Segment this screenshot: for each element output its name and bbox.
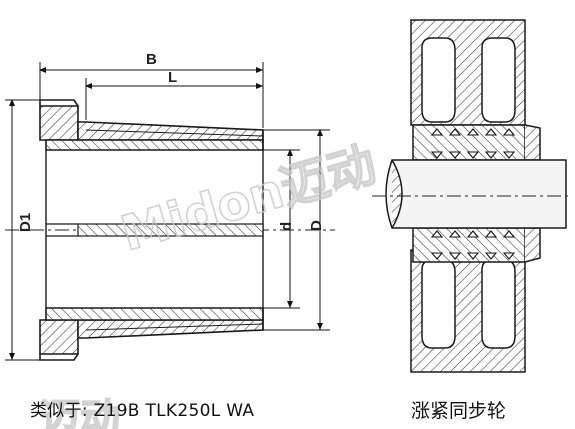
shaft	[385, 159, 567, 229]
dim-label-l: L	[168, 69, 177, 86]
bottom-inner-sleeve	[45, 307, 264, 321]
dim-label-d-small: d	[278, 222, 295, 231]
slit	[77, 223, 264, 237]
pulley-section	[372, 19, 572, 373]
watermark-logo-bottom: 迈动	[40, 396, 120, 429]
top-inner-sleeve	[45, 139, 264, 151]
caption-pulley-title: 涨紧同步轮	[411, 400, 507, 422]
dim-label-b: B	[146, 51, 157, 68]
bottom-flange	[39, 319, 79, 355]
dimension-lines	[5, 62, 330, 361]
dim-label-d1: D1	[17, 213, 34, 232]
dim-label-d-large: D	[308, 220, 325, 231]
top-flange	[39, 105, 79, 141]
pressure-arrows	[430, 128, 516, 260]
bushing-section	[5, 99, 335, 361]
watermark-logo: Midon迈动	[115, 136, 382, 262]
caption-similar-models: 类似于: Z19B TLK250L WA	[30, 401, 255, 421]
